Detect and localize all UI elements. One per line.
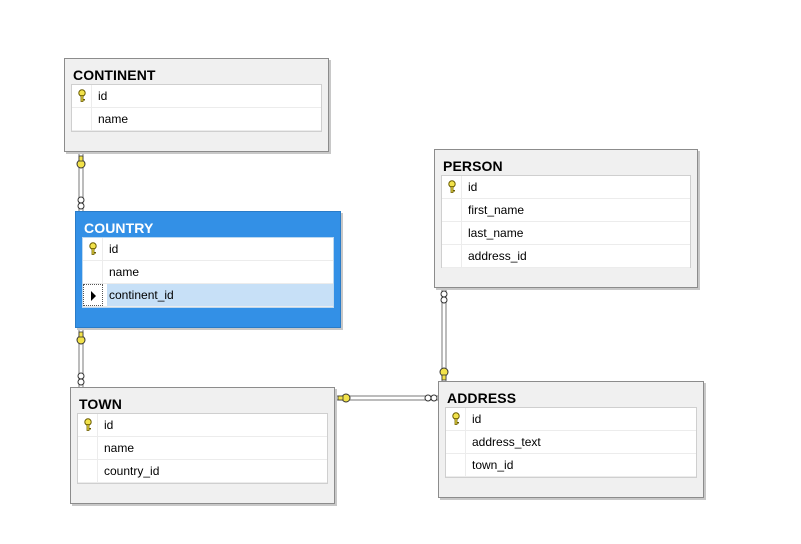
table-title[interactable]: CONTINENT bbox=[73, 67, 156, 83]
key-icon bbox=[448, 180, 456, 193]
column-name: name bbox=[109, 265, 140, 279]
column-row[interactable]: first_name bbox=[442, 199, 690, 222]
key-icon bbox=[89, 242, 97, 255]
row-selector[interactable] bbox=[83, 284, 103, 306]
column-row[interactable]: address_id bbox=[442, 245, 690, 268]
column-name: id bbox=[98, 89, 108, 103]
column-name: name bbox=[98, 112, 129, 126]
column-row[interactable]: town_id bbox=[446, 454, 696, 477]
relationship-address-person[interactable] bbox=[441, 289, 447, 381]
column-row[interactable]: name bbox=[83, 261, 333, 284]
column-name: last_name bbox=[468, 226, 524, 240]
column-grid: id name continent_id bbox=[82, 237, 334, 308]
column-name: address_text bbox=[472, 435, 541, 449]
column-name: id bbox=[472, 412, 482, 426]
table-title[interactable]: TOWN bbox=[79, 396, 122, 412]
column-row[interactable]: last_name bbox=[442, 222, 690, 245]
row-selector[interactable] bbox=[72, 108, 92, 130]
column-row[interactable]: name bbox=[78, 437, 327, 460]
column-row-current[interactable]: continent_id bbox=[83, 284, 333, 307]
column-row[interactable]: id bbox=[446, 408, 696, 431]
key-icon bbox=[84, 418, 92, 431]
column-name: address_id bbox=[468, 249, 527, 263]
row-selector[interactable] bbox=[83, 261, 103, 283]
column-grid: id first_name last_name address_id bbox=[441, 175, 691, 268]
column-grid: id name country_id bbox=[77, 413, 328, 484]
many-end-markers bbox=[77, 196, 448, 402]
column-name: id bbox=[104, 418, 114, 432]
table-address[interactable]: ADDRESS id address_text town_id bbox=[438, 381, 704, 498]
column-row[interactable]: id bbox=[442, 176, 690, 199]
column-grid: id address_text town_id bbox=[445, 407, 697, 478]
key-icon bbox=[78, 89, 86, 102]
row-selector[interactable] bbox=[446, 408, 466, 430]
table-town[interactable]: TOWN id name country_id bbox=[70, 387, 335, 504]
current-row-highlight bbox=[107, 284, 333, 306]
column-row[interactable]: country_id bbox=[78, 460, 327, 483]
row-selector[interactable] bbox=[78, 460, 98, 482]
table-title[interactable]: PERSON bbox=[443, 158, 503, 174]
row-selector[interactable] bbox=[78, 414, 98, 436]
table-title[interactable]: COUNTRY bbox=[84, 220, 154, 236]
column-name: first_name bbox=[468, 203, 525, 217]
row-selector[interactable] bbox=[442, 222, 462, 244]
column-name: id bbox=[468, 180, 478, 194]
column-grid: id name bbox=[71, 84, 322, 132]
column-row[interactable]: name bbox=[72, 108, 321, 131]
column-name: country_id bbox=[104, 464, 160, 478]
column-row[interactable]: id bbox=[72, 85, 321, 108]
row-selector[interactable] bbox=[446, 431, 466, 453]
table-country[interactable]: COUNTRY id name continent_id bbox=[75, 211, 341, 328]
column-row[interactable]: id bbox=[83, 238, 333, 261]
column-name: continent_id bbox=[109, 288, 174, 302]
one-end-markers bbox=[76, 155, 449, 403]
row-selector[interactable] bbox=[72, 85, 92, 107]
row-selector[interactable] bbox=[78, 437, 98, 459]
table-continent[interactable]: CONTINENT id name bbox=[64, 58, 329, 152]
column-row[interactable]: address_text bbox=[446, 431, 696, 454]
column-name: name bbox=[104, 441, 135, 455]
row-selector[interactable] bbox=[83, 238, 103, 260]
table-person[interactable]: PERSON id first_name last_name address_i… bbox=[434, 149, 698, 288]
column-name: town_id bbox=[472, 458, 514, 472]
table-title[interactable]: ADDRESS bbox=[447, 390, 517, 406]
column-name: id bbox=[109, 242, 119, 256]
column-row[interactable]: id bbox=[78, 414, 327, 437]
row-selector[interactable] bbox=[442, 245, 462, 267]
row-selector[interactable] bbox=[446, 454, 466, 476]
row-selector[interactable] bbox=[442, 176, 462, 198]
arrow-right-icon bbox=[91, 291, 96, 301]
key-icon bbox=[452, 412, 460, 425]
row-selector[interactable] bbox=[442, 199, 462, 221]
relationship-town-address[interactable] bbox=[336, 395, 438, 401]
